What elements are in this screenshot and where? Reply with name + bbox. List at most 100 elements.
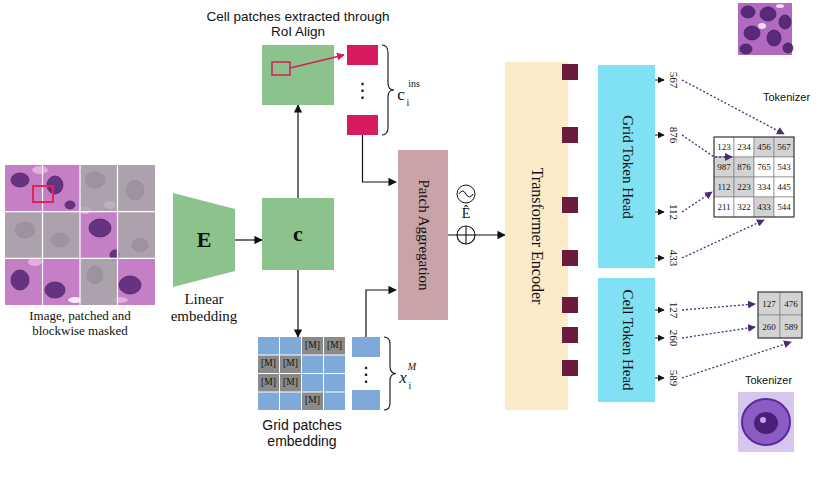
tissue-image: [79, 165, 80, 305]
table-cell: 456: [757, 143, 771, 152]
add-symbol: [457, 226, 475, 244]
noise-symbol: [459, 191, 473, 197]
token-table: [734, 197, 754, 217]
tissue-image: [5, 212, 43, 259]
token-table: [734, 177, 754, 197]
tissue-image: [28, 258, 42, 266]
block-label: Transformer Encoder: [527, 168, 545, 305]
cell-token-table: [758, 292, 802, 338]
tissue-image: [5, 211, 155, 212]
head-output-arrow: [655, 310, 664, 311]
token-table: [754, 157, 774, 177]
cell-token-table: [758, 292, 802, 338]
table-cell: 127: [762, 299, 776, 308]
token-table: [734, 137, 754, 157]
token-table: [714, 137, 734, 157]
feature-map: [272, 62, 290, 75]
aggregation-box: Patch Aggregation: [398, 150, 448, 320]
token-id: 433: [668, 250, 679, 267]
patch-grid: [302, 374, 323, 392]
token-id: 567: [668, 72, 679, 89]
block-label: Patch Aggregation: [414, 179, 431, 290]
tissue-image: [5, 165, 155, 305]
table-cell: 544: [777, 203, 791, 212]
subscript: i: [407, 98, 410, 108]
table-cell: 112: [717, 183, 730, 192]
token-table: [774, 137, 794, 157]
token-table: [714, 157, 734, 177]
cell-thumbnail: [738, 392, 794, 452]
encoder-block: [562, 64, 578, 376]
noise-symbol: [457, 185, 475, 203]
tissue-image: [5, 165, 155, 305]
head-box: Cell Token Head: [598, 278, 655, 402]
cell-token-stack: [347, 45, 396, 182]
encoder-block: [562, 127, 578, 143]
token-table: [774, 177, 794, 197]
cell-thumbnail: [760, 417, 766, 423]
noise-symbol: [457, 185, 475, 203]
token-table: [714, 137, 794, 217]
input-image: Image, patched and blockwise masked: [5, 165, 155, 305]
tissue-thumbnail: [783, 43, 793, 53]
token-id: 589: [668, 370, 679, 387]
head-output-arrow: [655, 80, 664, 378]
tissue-image: [80, 258, 118, 305]
token-lookup-arrow: [682, 327, 755, 338]
feature-map: Cell patches extracted through RoI Align: [262, 45, 334, 105]
tissue-image: [118, 212, 156, 259]
block-caption: Grid patches embedding: [242, 417, 362, 449]
tissue-image: [118, 165, 156, 212]
tissue-thumbnail: [738, 3, 792, 55]
table-cell: 567: [777, 143, 791, 152]
patch-grid: [302, 337, 323, 355]
tissue-image: [89, 219, 111, 237]
tissue-image: [119, 276, 141, 294]
patch-grid: [302, 393, 323, 411]
add-symbol: [465, 226, 466, 244]
table-cell: 765: [757, 163, 771, 172]
grid-token-stack: [352, 290, 396, 410]
token-table: [714, 177, 734, 197]
encoder-block: [562, 64, 578, 80]
cell-token-table: [780, 315, 802, 338]
head-output-arrow: [655, 80, 664, 81]
cell-token-stack: [382, 45, 394, 135]
token-lookup-arrow: [682, 220, 764, 258]
tissue-thumbnail: [740, 44, 752, 54]
tissue-thumbnail: [741, 6, 755, 18]
block-symbol: c: [293, 221, 303, 246]
tissue-image: [5, 165, 155, 305]
token-table: [714, 197, 734, 217]
tissue-image: [65, 201, 75, 209]
table-cell: 476: [784, 299, 798, 308]
table-cell: 445: [777, 183, 791, 192]
patch-grid: [302, 356, 323, 374]
token-lookup-arrow: [682, 192, 712, 212]
tissue-image: [43, 212, 81, 259]
tokenizer-label: Tokenizer: [763, 91, 810, 104]
symbol-letter: c: [397, 86, 405, 103]
encoder-block: [505, 62, 568, 410]
superscript: ins: [408, 79, 420, 89]
block-caption: Cell patches extracted through RoI Align: [203, 9, 393, 40]
cell-thumbnail: [742, 399, 790, 445]
patch-grid: [280, 393, 301, 411]
flow-arrow: [235, 239, 262, 240]
patch-grid: [280, 337, 301, 355]
feature-map: [290, 55, 344, 68]
patch-grid: [280, 374, 301, 392]
table-cell: 123: [717, 143, 731, 152]
mask-token: [M]: [283, 378, 298, 388]
tissue-thumbnail: [738, 3, 793, 55]
token-table: [754, 177, 774, 197]
patch-grid: [258, 337, 279, 355]
feature-map: [262, 45, 334, 105]
ellipsis: ⋮: [353, 80, 373, 100]
head-output-arrow: [655, 135, 664, 136]
mask-token: [M]: [261, 360, 276, 370]
grid-token-stack: [352, 337, 380, 357]
cell-token-table: [758, 315, 780, 338]
patch-grid: [324, 337, 345, 355]
